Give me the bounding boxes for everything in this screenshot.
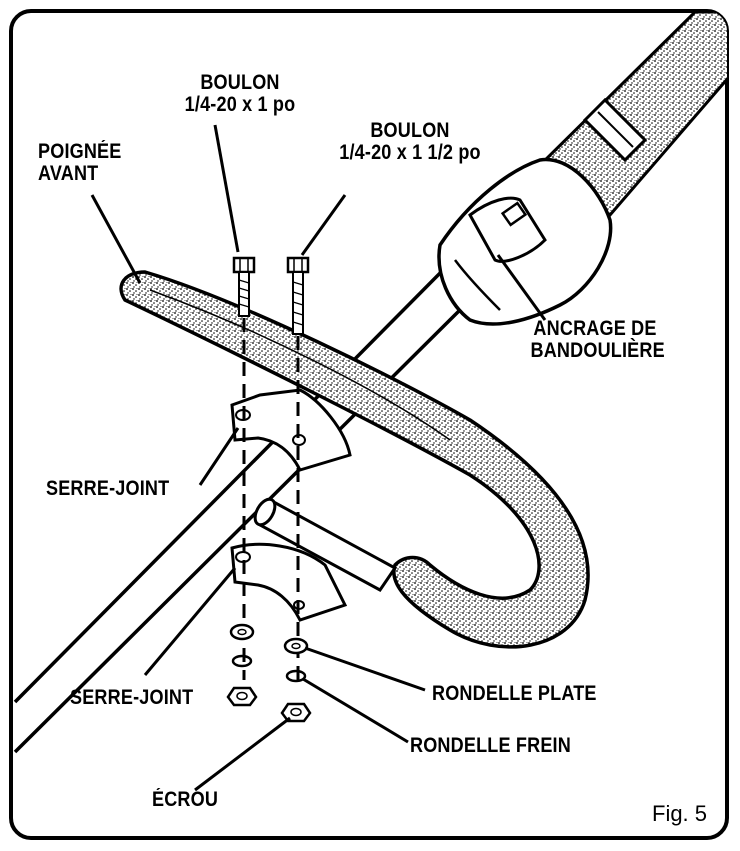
assembly-centerlines <box>242 318 300 680</box>
nut-right <box>280 702 312 723</box>
clamp-lower-label: SERRE-JOINT <box>70 686 194 709</box>
strap-anchor-housing <box>437 157 613 326</box>
nut-label: ÉCROU <box>152 788 219 811</box>
bolt-long-label: BOULON 1/4-20 x 1 1/2 po <box>324 120 496 164</box>
figure-number: Fig. 5 <box>652 801 708 826</box>
lock-washer-left <box>231 654 253 668</box>
bolt-long-size: 1/4-20 x 1 1/2 po <box>339 141 481 164</box>
bolt-short <box>232 256 256 317</box>
flat-washer-right <box>283 637 309 655</box>
strap-anchor-line2: BANDOULIÈRE <box>530 339 665 362</box>
nut-left <box>226 686 258 707</box>
lock-washer-label: RONDELLE FREIN <box>410 734 571 757</box>
lock-washer-right <box>285 669 307 683</box>
front-handle-line2: AVANT <box>38 162 99 185</box>
front-handle-label: POIGNÉE AVANT <box>38 141 122 185</box>
bolt-short-label: BOULON 1/4-20 x 1 po <box>184 72 296 116</box>
front-handle <box>119 270 590 649</box>
clamp-upper-label: SERRE-JOINT <box>46 477 170 500</box>
strap-anchor-label: ANCRAGE DE BANDOULIÈRE <box>530 317 665 362</box>
strap-anchor-line1: ANCRAGE DE <box>533 317 657 340</box>
upper-clamp <box>230 388 352 472</box>
leader-lines <box>90 124 547 792</box>
front-handle-line1: POIGNÉE <box>38 140 122 163</box>
bolt-short-name: BOULON <box>200 71 280 94</box>
bolt-short-size: 1/4-20 x 1 po <box>184 93 296 116</box>
flat-washer-left <box>229 623 255 641</box>
flat-washer-label: RONDELLE PLATE <box>432 682 597 705</box>
bolt-long-name: BOULON <box>370 119 450 142</box>
bolt-long <box>286 256 310 335</box>
figure-frame <box>9 9 729 840</box>
